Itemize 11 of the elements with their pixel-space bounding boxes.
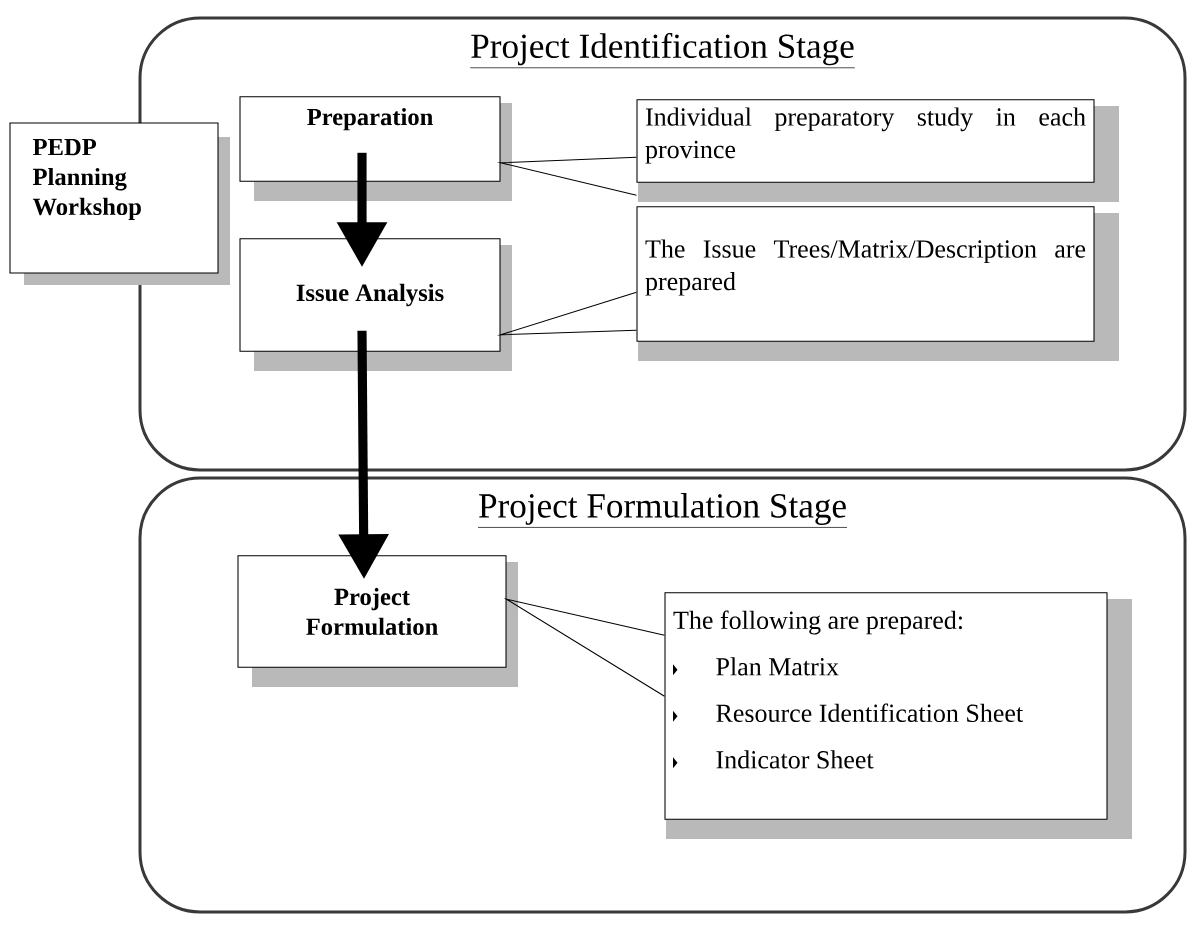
process-box: PEDP Planning Workshop xyxy=(9,122,230,285)
callout-box xyxy=(664,592,1132,839)
list-item: Indicator Sheet xyxy=(716,750,874,769)
process-box: Preparation xyxy=(239,96,512,201)
callout-box: The Issue Trees/Matrix/Description are prepared xyxy=(636,206,1119,361)
callout-box: Individual preparatory study in each province xyxy=(636,99,1119,202)
callout-heading: The following are prepared: xyxy=(673,610,962,635)
list-item: Plan Matrix xyxy=(716,657,839,676)
process-box: Issue Analysis xyxy=(239,238,512,371)
process-box: Project Formulation xyxy=(237,555,518,687)
list-item: Resource Identification Sheet xyxy=(716,703,1024,723)
